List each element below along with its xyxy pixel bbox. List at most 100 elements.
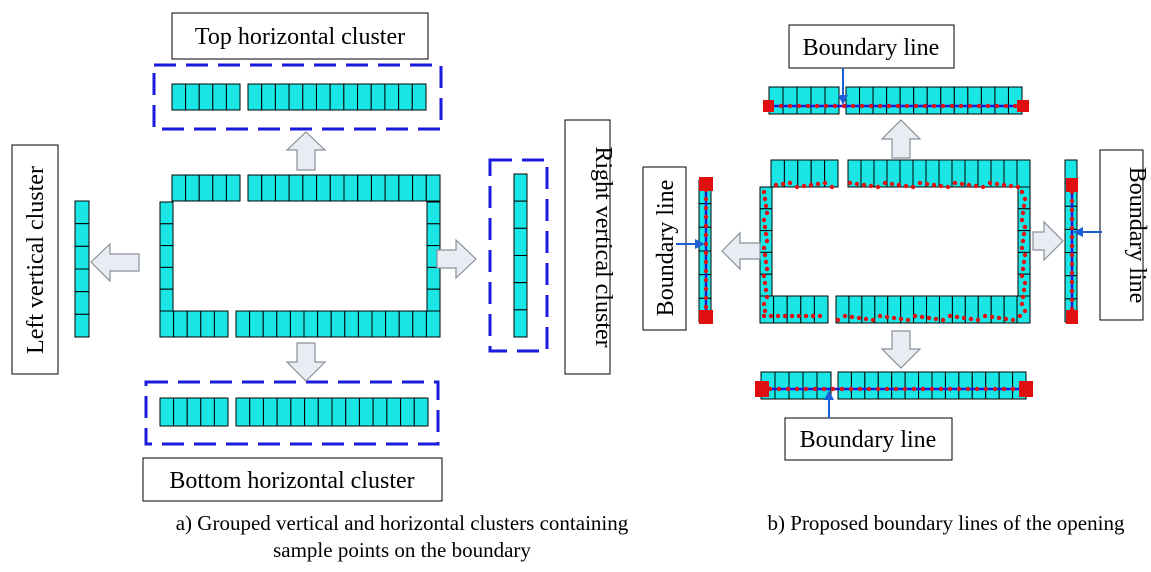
cell <box>899 159 914 188</box>
cell <box>931 371 946 400</box>
endpoint-marker <box>1066 178 1078 192</box>
cell <box>977 295 992 324</box>
top-boundary-label-box <box>788 24 955 69</box>
cell <box>173 397 188 427</box>
right-boundary-label: Boundary line <box>1124 167 1150 304</box>
cell <box>317 397 333 427</box>
cell <box>971 371 987 400</box>
cell <box>773 295 788 324</box>
sample-point <box>830 386 836 392</box>
cell <box>247 174 263 202</box>
sample-point <box>761 217 767 223</box>
sample-point <box>787 180 793 186</box>
cell <box>513 200 528 229</box>
sample-point <box>1003 103 1009 109</box>
cell <box>998 371 1014 400</box>
sample-point <box>911 386 917 392</box>
cell <box>186 397 202 427</box>
sample-point <box>762 280 768 286</box>
sample-point <box>933 316 939 322</box>
sample-point <box>973 183 979 189</box>
cell <box>940 86 955 115</box>
cell <box>159 201 174 225</box>
panel-b-cells <box>698 86 1078 400</box>
caption-b: b) Proposed boundary lines of the openin… <box>768 511 1125 535</box>
sample-point <box>1021 287 1027 293</box>
sample-point <box>1069 189 1075 195</box>
sample-point <box>794 386 800 392</box>
sample-point <box>1010 386 1016 392</box>
sample-point <box>703 232 709 238</box>
cell <box>864 371 879 400</box>
endpoint-marker <box>755 381 769 397</box>
sample-point <box>1069 252 1075 258</box>
sample-point <box>967 103 973 109</box>
cell <box>198 174 214 202</box>
sample-point <box>764 238 770 244</box>
cell <box>276 310 291 338</box>
sample-point <box>787 103 793 109</box>
sample-point <box>817 313 823 319</box>
sample-point <box>886 103 892 109</box>
sample-point <box>703 187 709 193</box>
cell <box>185 83 200 111</box>
cell <box>357 83 372 111</box>
cell <box>845 86 861 115</box>
sample-point <box>863 316 869 322</box>
sample-point <box>949 103 955 109</box>
sample-point <box>893 386 899 392</box>
sample-point <box>1017 313 1023 319</box>
cell <box>886 86 901 115</box>
sample-point <box>778 103 784 109</box>
sample-point <box>1003 316 1009 322</box>
cell <box>824 86 840 115</box>
cell <box>200 310 215 338</box>
sample-point <box>789 313 795 319</box>
sample-point <box>968 316 974 322</box>
sample-point <box>854 181 860 187</box>
sample-point <box>945 184 951 190</box>
sample-point <box>761 245 767 251</box>
sample-point <box>776 386 782 392</box>
bottom-cluster-outline <box>144 380 440 446</box>
endpoint-marker <box>763 100 774 112</box>
sample-point <box>966 182 972 188</box>
cell <box>235 310 251 338</box>
sample-point <box>782 313 788 319</box>
sample-point <box>849 314 855 320</box>
cell <box>225 174 241 202</box>
sample-point <box>773 182 779 188</box>
cell <box>159 223 174 247</box>
sample-point <box>931 103 937 109</box>
cell <box>247 83 263 111</box>
sample-point <box>762 308 768 314</box>
sample-point <box>764 210 770 216</box>
sample-point <box>810 313 816 319</box>
cell <box>1017 273 1031 297</box>
cell <box>235 397 251 427</box>
sample-point <box>861 182 867 188</box>
cell <box>384 83 400 111</box>
cell <box>513 255 528 284</box>
left-boundary-label: Boundary line <box>653 180 679 317</box>
caption-a-line2: sample points on the boundary <box>273 538 531 562</box>
sample-point <box>903 183 909 189</box>
sample-point <box>902 386 908 392</box>
cell <box>513 309 528 338</box>
sample-point <box>1019 245 1025 251</box>
sample-point <box>1019 301 1025 307</box>
sample-point <box>1069 225 1075 231</box>
cell <box>398 83 413 111</box>
cell <box>304 397 319 427</box>
cell <box>786 295 802 324</box>
sample-point <box>1021 259 1027 265</box>
sample-point <box>877 313 883 319</box>
arrow-left-icon <box>90 242 140 283</box>
cell <box>316 174 331 202</box>
sample-point <box>1069 216 1075 222</box>
sample-point <box>1015 184 1021 190</box>
sample-point <box>767 386 773 392</box>
cell <box>918 371 933 400</box>
cell <box>302 83 317 111</box>
arrow-left-icon <box>721 231 761 271</box>
